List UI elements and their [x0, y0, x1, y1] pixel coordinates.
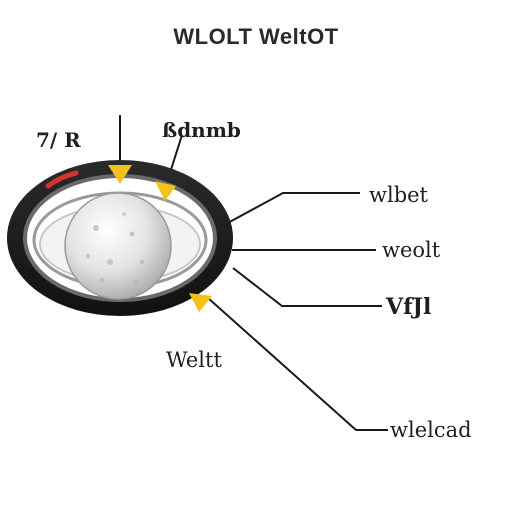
label-right-3: VfJl	[386, 294, 432, 320]
label-top-left: 7/ R	[36, 128, 81, 152]
red-indicator	[45, 170, 79, 189]
leader-line-right-1	[223, 192, 360, 226]
sphere-icon	[64, 192, 172, 300]
triangle-marker-icon	[108, 165, 132, 184]
leader-line-bottom	[207, 297, 388, 431]
triangle-marker-icon	[155, 181, 176, 201]
label-right-2: weolt	[382, 238, 441, 262]
leader-line-right-3	[232, 267, 382, 307]
label-bottom-left: Weltt	[166, 348, 222, 372]
label-bottom-right: wlelcad	[390, 418, 472, 442]
triangle-marker-icon	[189, 293, 212, 312]
label-right-1: wlbet	[369, 183, 429, 207]
markers	[45, 165, 212, 312]
leader-lines	[119, 115, 388, 431]
label-top-mid: ßdnmb	[162, 118, 241, 142]
diagram-title: WLOLT WeltOT	[173, 24, 339, 49]
